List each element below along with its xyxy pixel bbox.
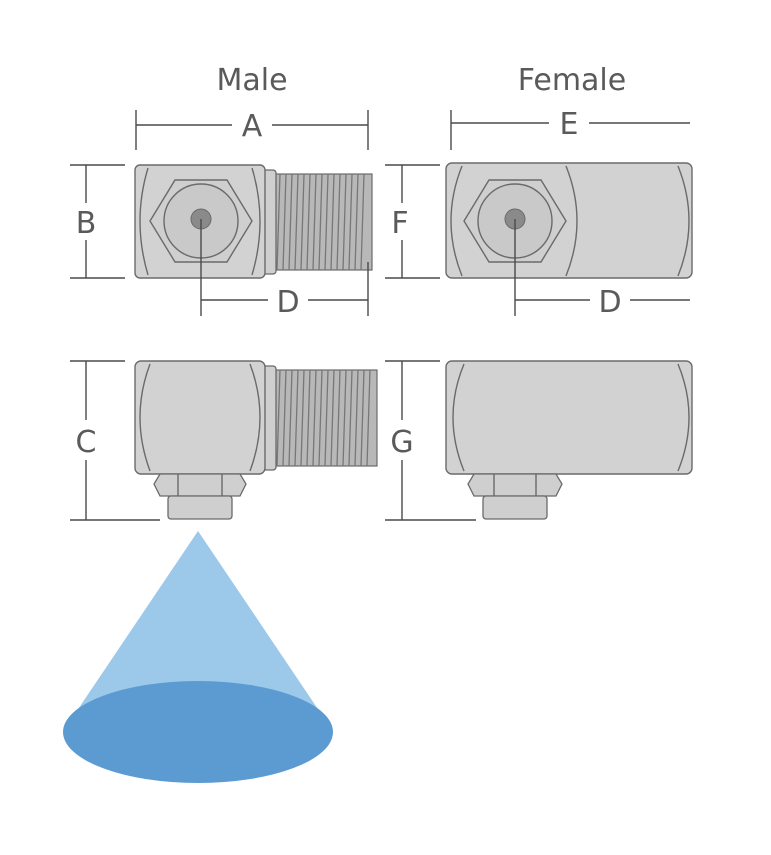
female-side-hex <box>467 473 563 497</box>
dim-e-label: E <box>560 107 579 142</box>
male-side-hex <box>153 473 247 497</box>
spray-cone <box>63 531 333 783</box>
dim-f: F <box>385 164 440 279</box>
dim-e: E <box>450 107 690 150</box>
male-side-body <box>134 360 266 475</box>
dim-b: B <box>70 164 125 279</box>
dim-g-label: G <box>390 425 413 460</box>
female-header: Female <box>518 63 626 98</box>
dim-c: C <box>70 360 160 521</box>
dim-b-label: B <box>76 206 97 241</box>
dim-d-female: D <box>514 219 690 320</box>
male-side-view <box>134 360 378 520</box>
female-side-tip <box>482 495 548 520</box>
dim-d-female-label: D <box>598 285 621 320</box>
spray-cone-base <box>63 681 333 783</box>
dim-g: G <box>385 360 476 521</box>
male-top-threads <box>261 169 373 275</box>
female-side-body <box>445 360 693 475</box>
spray-cone-body <box>64 531 332 730</box>
dim-f-label: F <box>391 206 408 241</box>
male-top-view <box>134 164 373 279</box>
male-header: Male <box>216 63 287 98</box>
female-top-view <box>445 162 693 279</box>
male-side-threads <box>261 365 378 471</box>
dim-a-label: A <box>242 109 263 144</box>
male-side-tip <box>167 495 233 520</box>
dim-d-male-label: D <box>276 285 299 320</box>
dim-a: A <box>135 109 369 150</box>
dim-d-male: D <box>200 219 369 320</box>
female-side-view <box>445 360 693 520</box>
dim-c-label: C <box>76 425 97 460</box>
